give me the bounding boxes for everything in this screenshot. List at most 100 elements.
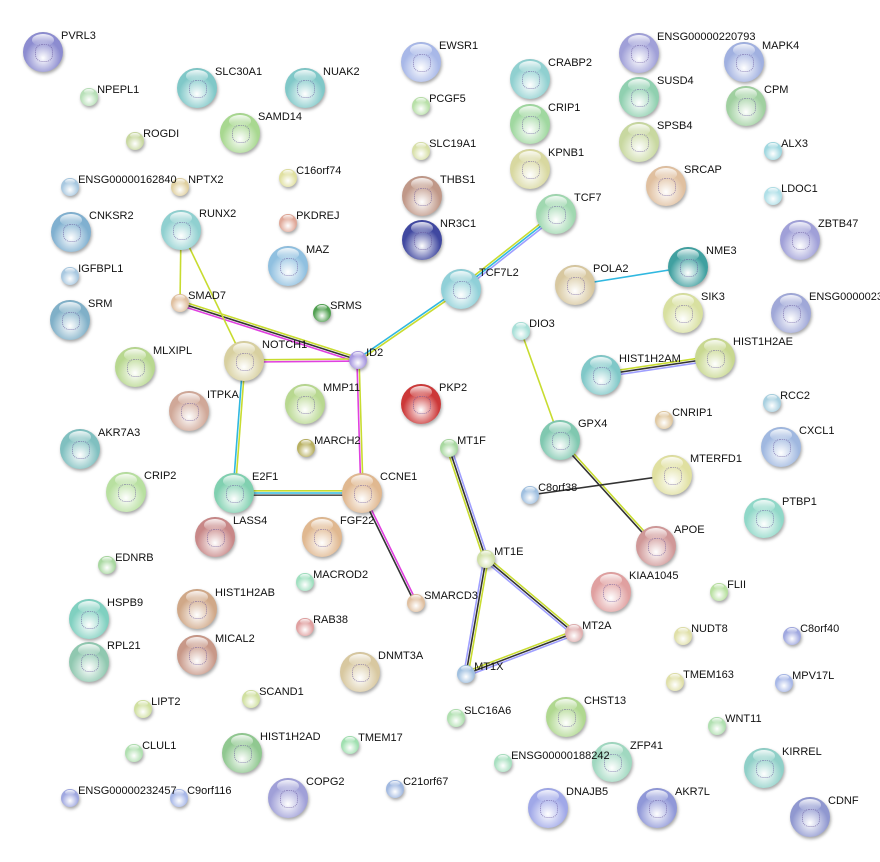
node-igfbpl1[interactable] [61, 267, 79, 285]
node-akr7a3[interactable] [60, 429, 100, 469]
node-mical2[interactable] [177, 635, 217, 675]
node-slc30a1[interactable] [177, 68, 217, 108]
node-mt1f[interactable] [440, 439, 458, 457]
node-mt1x[interactable] [457, 665, 475, 683]
edge-c8orf38-mterfd1[interactable] [529, 474, 673, 496]
node-pvrl3[interactable] [23, 32, 63, 72]
node-ensg00000232457[interactable] [61, 789, 79, 807]
node-npepl1[interactable] [80, 88, 98, 106]
edge-mt1f-mt1e[interactable] [446, 447, 489, 560]
node-lass4[interactable] [195, 517, 235, 557]
node-clul1[interactable] [125, 744, 143, 762]
node-nudt8[interactable] [674, 627, 692, 645]
node-rpl21[interactable] [69, 642, 109, 682]
node-zbtb47[interactable] [780, 220, 820, 260]
node-thbs1[interactable] [402, 176, 442, 216]
node-chst13[interactable] [546, 697, 586, 737]
node-mterfd1[interactable] [652, 455, 692, 495]
node-mt2a[interactable] [565, 624, 583, 642]
node-dnmt3a[interactable] [340, 652, 380, 692]
node-ednrb[interactable] [98, 556, 116, 574]
edge-id2-ccne1[interactable] [356, 359, 364, 494]
node-maz[interactable] [268, 246, 308, 286]
node-wnt11[interactable] [708, 717, 726, 735]
node-mmp11[interactable] [285, 384, 325, 424]
node-ptbp1[interactable] [744, 498, 784, 538]
node-kirrel[interactable] [744, 748, 784, 788]
node-cdnf[interactable] [790, 797, 830, 837]
node-ensg00000220793[interactable] [619, 33, 659, 73]
node-nr3c1[interactable] [402, 220, 442, 260]
edge-ccne1-smarcd3[interactable] [360, 492, 418, 604]
edge-id2-tcf7l2[interactable] [356, 287, 463, 362]
node-pola2[interactable] [555, 265, 595, 305]
node-nme3[interactable] [668, 247, 708, 287]
node-sik3[interactable] [663, 293, 703, 333]
node-id2[interactable] [349, 351, 367, 369]
node-rogdi[interactable] [126, 132, 144, 150]
node-tcf7[interactable] [536, 194, 576, 234]
node-crabp2[interactable] [510, 59, 550, 99]
node-c8orf38[interactable] [521, 486, 539, 504]
node-runx2[interactable] [161, 210, 201, 250]
node-srcap[interactable] [646, 166, 686, 206]
node-hist1h2ad[interactable] [222, 733, 262, 773]
node-zfp41[interactable] [592, 742, 632, 782]
edge-smad7-id2[interactable] [179, 300, 359, 363]
node-cpm[interactable] [726, 86, 766, 126]
node-susd4[interactable] [619, 77, 659, 117]
node-lipt2[interactable] [134, 700, 152, 718]
node-crip1[interactable] [510, 104, 550, 144]
node-tmem163[interactable] [666, 673, 684, 691]
node-crip2[interactable] [106, 472, 146, 512]
node-alx3[interactable] [764, 142, 782, 160]
node-hist1h2ae[interactable] [695, 338, 735, 378]
node-e2f1[interactable] [214, 473, 254, 513]
node-tcf7l2[interactable] [441, 269, 481, 309]
node-c8orf40[interactable] [783, 627, 801, 645]
node-hist1h2ab[interactable] [177, 589, 217, 629]
node-ccne1[interactable] [342, 473, 382, 513]
node-spsb4[interactable] [619, 122, 659, 162]
node-macrod2[interactable] [296, 573, 314, 591]
node-ensg00000188242[interactable] [494, 754, 512, 772]
edge-runx2-notch1[interactable] [180, 229, 245, 362]
node-notch1[interactable] [224, 341, 264, 381]
node-mt1e[interactable] [477, 550, 495, 568]
node-flii[interactable] [710, 583, 728, 601]
node-akr7l[interactable] [637, 788, 677, 828]
node-c9orf116[interactable] [170, 789, 188, 807]
node-pkp2[interactable] [401, 384, 441, 424]
edge-mt1e-mt2a[interactable] [484, 556, 576, 636]
node-ldoc1[interactable] [764, 187, 782, 205]
node-smad7[interactable] [171, 294, 189, 312]
node-c16orf74[interactable] [279, 169, 297, 187]
node-c21orf67[interactable] [386, 780, 404, 798]
node-slc19a1[interactable] [412, 142, 430, 160]
node-march2[interactable] [297, 439, 315, 457]
edge-gpx4-apoe[interactable] [558, 438, 658, 548]
node-mpv17l[interactable] [775, 674, 793, 692]
node-fgf22[interactable] [302, 517, 342, 557]
node-ensg00000162840[interactable] [61, 178, 79, 196]
node-samd14[interactable] [220, 113, 260, 153]
edge-mt1x-mt2a[interactable] [464, 630, 576, 677]
node-mapk4[interactable] [724, 42, 764, 82]
node-smarcd3[interactable] [407, 594, 425, 612]
node-srms[interactable] [313, 304, 331, 322]
node-copg2[interactable] [268, 778, 308, 818]
node-apoe[interactable] [636, 526, 676, 566]
node-nptx2[interactable] [171, 178, 189, 196]
node-ensg0000023[interactable] [771, 293, 811, 333]
node-gpx4[interactable] [540, 420, 580, 460]
node-cnksr2[interactable] [51, 212, 91, 252]
node-mlxipl[interactable] [115, 347, 155, 387]
node-slc16a6[interactable] [447, 709, 465, 727]
node-rcc2[interactable] [763, 394, 781, 412]
node-pcgf5[interactable] [412, 97, 430, 115]
node-kiaa1045[interactable] [591, 572, 631, 612]
node-itpka[interactable] [169, 391, 209, 431]
node-srm[interactable] [50, 300, 90, 340]
edge-e2f1-ccne1[interactable] [234, 489, 362, 497]
